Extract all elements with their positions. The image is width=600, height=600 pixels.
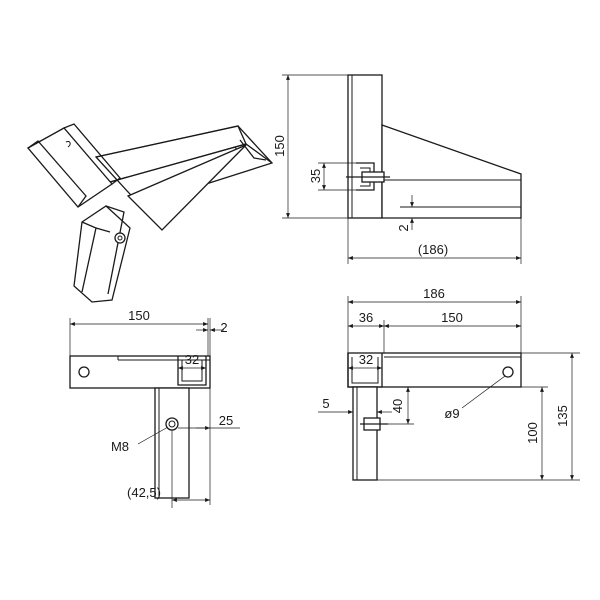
dim-top-offset2: (42,5) <box>127 485 161 500</box>
top-view: 150 2 32 25 M8 (42,5) <box>69 308 240 508</box>
dim-front-total: 186 <box>423 286 445 301</box>
dim-front-channel: 32 <box>359 352 373 367</box>
dim-front-100: 100 <box>525 422 540 444</box>
dim-front-135: 135 <box>555 405 570 427</box>
dim-top-thread: M8 <box>111 439 129 454</box>
dim-front-5: 5 <box>322 396 329 411</box>
dim-top-offset: 25 <box>219 413 233 428</box>
dim-front-hole: ø9 <box>444 406 459 421</box>
dim-front-40: 40 <box>390 399 405 413</box>
front-view: 186 36 150 32 5 40 ø9 100 135 <box>318 286 580 481</box>
side-view: 150 35 2 (186) <box>272 74 522 264</box>
dim-front-left: 36 <box>359 310 373 325</box>
dim-top-gap: 2 <box>220 320 227 335</box>
dim-side-length: (186) <box>418 242 448 257</box>
dim-side-height: 150 <box>272 135 287 157</box>
dim-top-width: 150 <box>128 308 150 323</box>
dim-side-channel: 35 <box>308 169 323 183</box>
dim-front-right: 150 <box>441 310 463 325</box>
dim-top-channel: 32 <box>185 352 199 367</box>
dim-side-gap: 2 <box>396 224 411 231</box>
isometric-view <box>26 123 274 303</box>
